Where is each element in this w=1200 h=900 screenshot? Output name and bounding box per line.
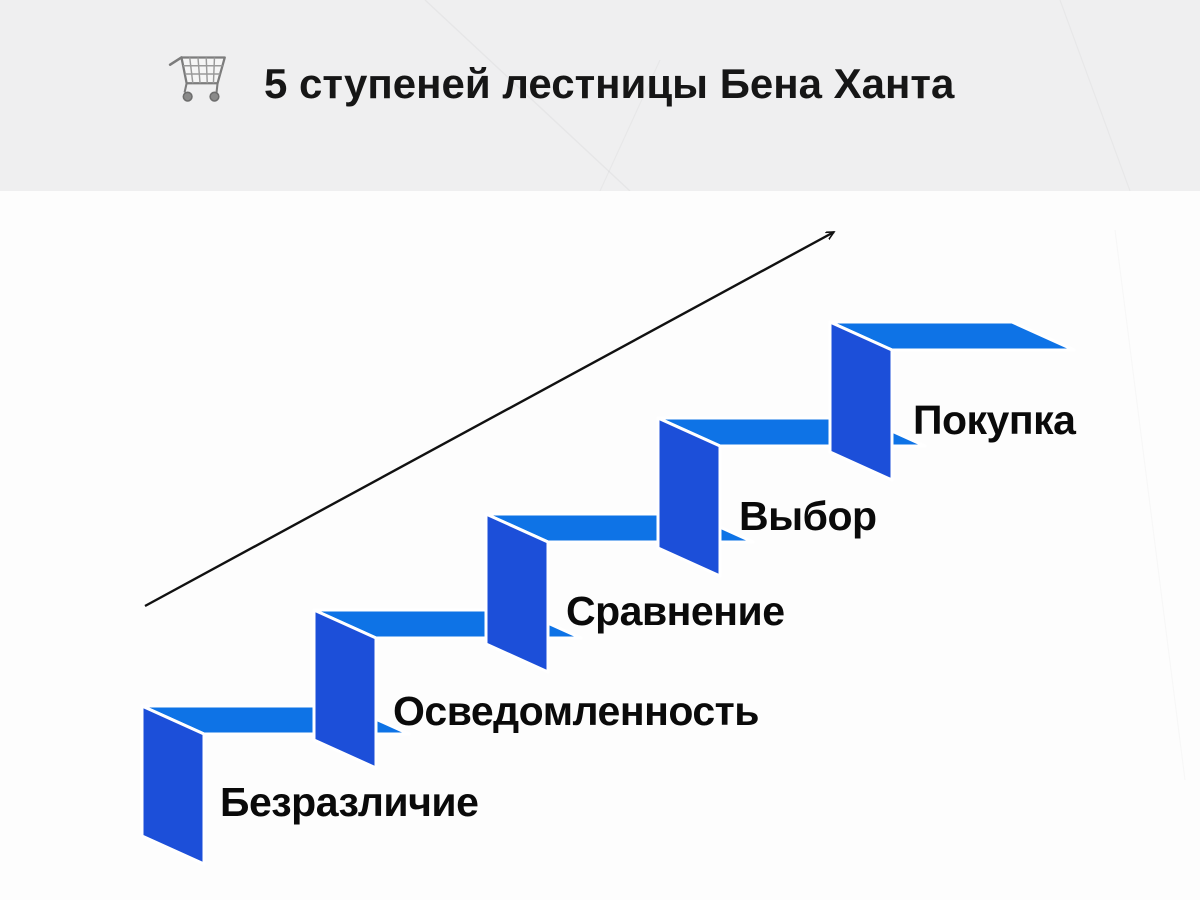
- step-label-1: Безразличие: [220, 779, 479, 825]
- step-label-3: Сравнение: [566, 588, 785, 634]
- growth-arrow: [144, 230, 834, 608]
- step-label-2: Осведомленность: [393, 688, 759, 734]
- shopping-cart-icon: [168, 56, 226, 102]
- step-1-riser: [140, 704, 206, 866]
- body-texture-line: [1115, 230, 1185, 780]
- header-band: 5 ступеней лестницы Бена Ханта: [0, 0, 1200, 191]
- step-5-riser: [828, 320, 894, 482]
- step-4-riser: [656, 416, 722, 578]
- page-title: 5 ступеней лестницы Бена Ханта: [264, 60, 955, 107]
- step-2-riser: [312, 608, 378, 770]
- step-label-5: Покупка: [913, 397, 1076, 443]
- step-label-4: Выбор: [739, 493, 877, 539]
- step-3-riser: [484, 512, 550, 674]
- header: 5 ступеней лестницы Бена Ханта: [0, 0, 1200, 191]
